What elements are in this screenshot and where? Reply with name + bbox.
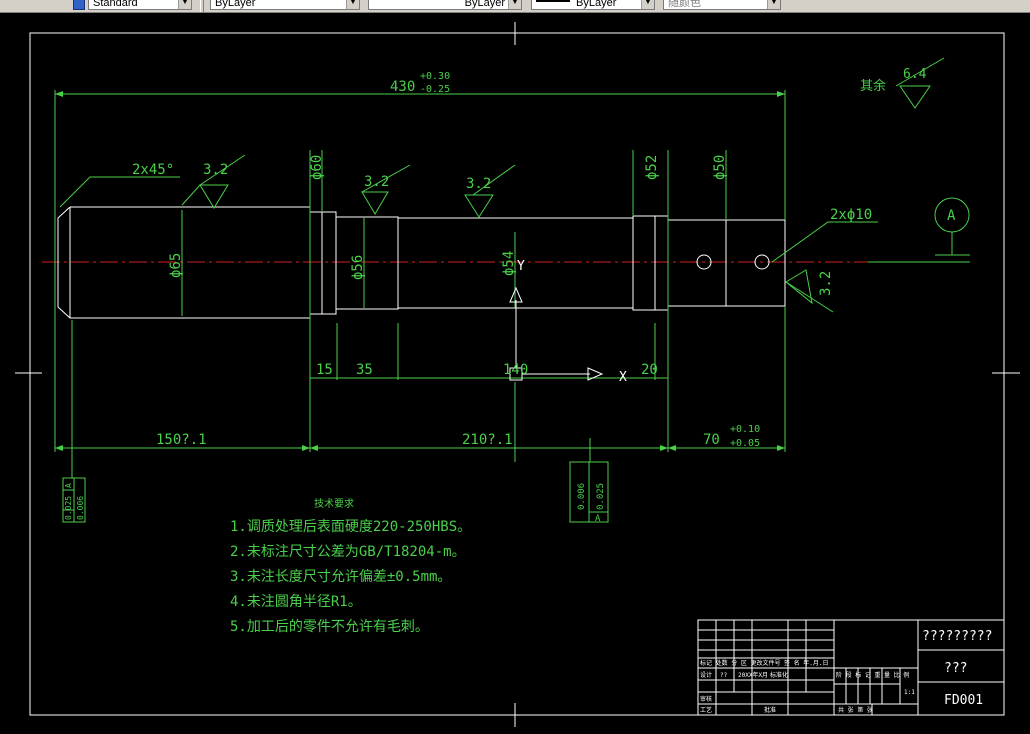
layer-color-select[interactable]: ByLayer ▼ [210,0,360,10]
tol-left-1: 0.025 [64,496,73,520]
part-name: ??? [944,661,967,676]
scale-value: 1:1 [904,689,915,696]
title-block [697,619,1005,716]
dimension-lines [54,57,970,523]
dia-60: ϕ60 [309,155,325,180]
dia-65: ϕ65 [168,253,184,278]
border-frame [29,32,1005,716]
tol-mid-2: 0.025 [596,483,606,510]
overall-length: 430 [390,79,415,95]
ucs-y-label: Y [517,259,525,274]
notes-title: 技术要求 [314,497,354,510]
standardize-label: 标准化 [770,671,788,679]
dia-52: ϕ52 [644,155,660,180]
note-5: 5.加工后的零件不允许有毛刺。 [230,619,429,635]
chevron-down-icon[interactable]: ▼ [767,0,780,9]
linetype-value: ByLayer [464,0,505,9]
note-1: 1.调质处理后表面硬度220-250HBS。 [230,519,471,535]
tol-left-2: 0.006 [76,496,85,520]
tech-notes: 技术要求 1.调质处理后表面硬度220-250HBS。 2.未标注尺寸公差为GB… [230,497,471,635]
toolbar-grip[interactable] [200,0,204,12]
dim-210: 210?.1 [462,432,513,448]
linetype-select[interactable]: ByLayer ▼ [368,0,522,10]
process-label: 工艺 [700,706,712,714]
plot-style-select[interactable]: 随颜色 ▼ [663,0,781,10]
roughness-1: 3.2 [203,162,228,178]
design-name: ?? [720,672,728,679]
dia-50: ϕ50 [712,155,728,180]
text-style-select[interactable]: Standard ▼ [88,0,192,10]
note-4: 4.未注圆角半径R1。 [230,594,362,610]
note-3: 3.未注长度尺寸允许偏差±0.5mm。 [230,569,451,585]
roughness-2: 3.2 [364,174,389,190]
roughness-3: 3.2 [466,176,491,192]
tol-mid-datum: A [595,514,601,524]
dia-54: ϕ54 [501,251,517,276]
chevron-down-icon[interactable]: ▼ [346,0,359,9]
drawing-number: FD001 [944,693,983,708]
chevron-down-icon[interactable]: ▼ [508,0,521,9]
review-label: 审核 [700,695,712,703]
properties-toolbar: Standard ▼ ByLayer ▼ ByLayer ▼ ByLayer ▼… [0,0,1030,13]
dim-140: 140 [503,362,528,378]
dim-20: 20 [641,362,658,378]
design-date: 20XX年X月 [738,671,768,679]
note-2: 2.未标注尺寸公差为GB/T18204-m。 [230,544,466,560]
dim-35: 35 [356,362,373,378]
plot-style-value: 随颜色 [668,0,701,9]
stage-labels: 阶 段 标 记 重 量 比 例 [836,671,909,679]
dim-70-lower: +0.05 [730,438,760,449]
roughness-other: 6.4 [903,67,927,82]
tol-mid-1: 0.006 [577,483,587,510]
sheet-info: 共 张 第 张 [838,706,873,714]
ucs-labels: Y X [517,259,627,385]
dia-56: ϕ56 [350,255,366,280]
chevron-down-icon[interactable]: ▼ [178,0,191,9]
dim-70-upper: +0.10 [730,424,760,435]
tol-left-datum: A [64,483,73,488]
text-style-value: Standard [93,0,138,9]
hole-note: 2xϕ10 [830,207,872,223]
text-style-icon[interactable] [73,0,85,10]
roughness-other-label: 其余 [860,78,886,94]
dim-70: 70 [703,432,720,448]
ucs-x-label: X [619,370,627,385]
datum-label: A [947,208,956,224]
chamfer-note: 2x45° [132,162,174,178]
drawing-canvas[interactable]: 430 +0.30 -0.25 其余 6.4 2x45° 3.2 3.2 3.2… [0,12,1030,734]
row-header: 标记 处数 分 区 更改文件号 签 名 年.月.日 [700,659,829,667]
dim-15: 15 [316,362,333,378]
lineweight-select[interactable]: ByLayer ▼ [531,0,655,10]
roughness-4: 3.2 [818,271,834,296]
chevron-down-icon[interactable]: ▼ [641,0,654,9]
title-block-names: ????????? ??? FD001 [922,629,992,708]
lineweight-value: ByLayer [576,0,617,9]
approve-label: 批准 [764,706,776,714]
dim-150: 150?.1 [156,432,207,448]
overall-tol-lower: -0.25 [420,84,450,95]
dimension-text: 430 +0.30 -0.25 其余 6.4 2x45° 3.2 3.2 3.2… [64,67,956,524]
layer-color-value: ByLayer [215,0,256,9]
overall-tol-upper: +0.30 [420,71,450,82]
title-block-text: 标记 处数 分 区 更改文件号 签 名 年.月.日 设计 ?? 20XX年X月 … [700,659,915,714]
lineweight-sample [536,0,570,2]
ucs-icon [509,286,604,381]
company-name: ????????? [922,629,992,644]
design-label: 设计 [700,671,712,679]
